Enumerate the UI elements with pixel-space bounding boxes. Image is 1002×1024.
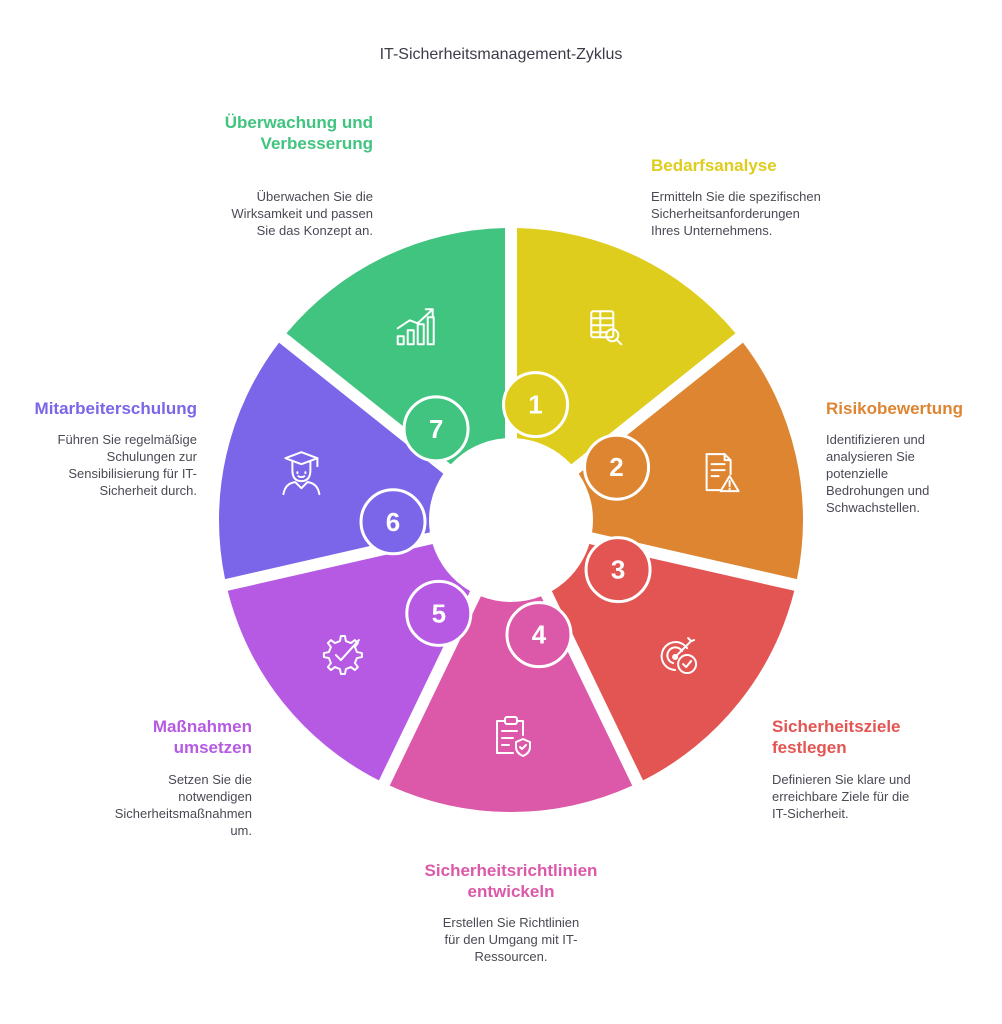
step-6-badge <box>359 488 427 556</box>
step-7-badge <box>402 395 470 463</box>
segment-1 <box>516 228 736 465</box>
clipboard-shield-icon <box>496 716 531 757</box>
step-2-title: Risikobewertung <box>826 399 963 418</box>
growth-chart-icon <box>396 308 435 346</box>
step-2-number: 2 <box>609 452 623 482</box>
document-warning-icon <box>705 453 740 493</box>
diagram-title: IT-Sicherheitsmanagement-Zyklus <box>379 46 623 63</box>
step-5-number: 5 <box>432 598 446 628</box>
step-6-number: 6 <box>386 507 400 537</box>
step-5-badge <box>405 579 473 647</box>
step-3-description: Definieren Sie klare und erreichbare Zie… <box>772 772 911 821</box>
step-5-title: Maßnahmen umsetzen <box>152 717 252 757</box>
step-4-number: 4 <box>532 620 547 650</box>
target-check-icon <box>660 637 698 675</box>
step-6-title: Mitarbeiterschulung <box>34 399 197 418</box>
step-4-badge <box>505 601 573 669</box>
step-4-description: Erstellen Sie Richtlinien für den Umgang… <box>442 915 580 964</box>
step-4-title: Sicherheitsrichtlinien entwickeln <box>424 861 598 901</box>
graduate-icon <box>282 451 321 496</box>
segment-2 <box>578 342 803 580</box>
step-2-description: Identifizieren und analysieren Sie poten… <box>826 432 930 515</box>
step-7-description: Überwachen Sie die Wirksamkeit und passe… <box>231 189 373 238</box>
step-7-title: Überwachung und Verbesserung <box>224 113 373 153</box>
step-7-number: 7 <box>429 414 443 444</box>
gear-check-icon <box>322 635 363 676</box>
step-3-number: 3 <box>611 555 625 585</box>
segment-4 <box>389 596 633 812</box>
step-6-description: Führen Sie regelmäßige Schulungen zur Se… <box>57 432 197 498</box>
step-3-title: Sicherheitsziele festlegen <box>772 717 901 757</box>
step-1-badge <box>502 371 570 439</box>
step-5-description: Setzen Sie die notwendigen Sicherheitsma… <box>114 772 252 838</box>
step-2-badge <box>583 433 651 501</box>
step-1-description: Ermitteln Sie die spezifischen Sicherhei… <box>651 189 821 238</box>
step-3-badge <box>584 536 652 604</box>
table-search-icon <box>590 310 623 346</box>
step-1-title: Bedarfsanalyse <box>651 156 777 175</box>
step-1-number: 1 <box>528 390 542 420</box>
